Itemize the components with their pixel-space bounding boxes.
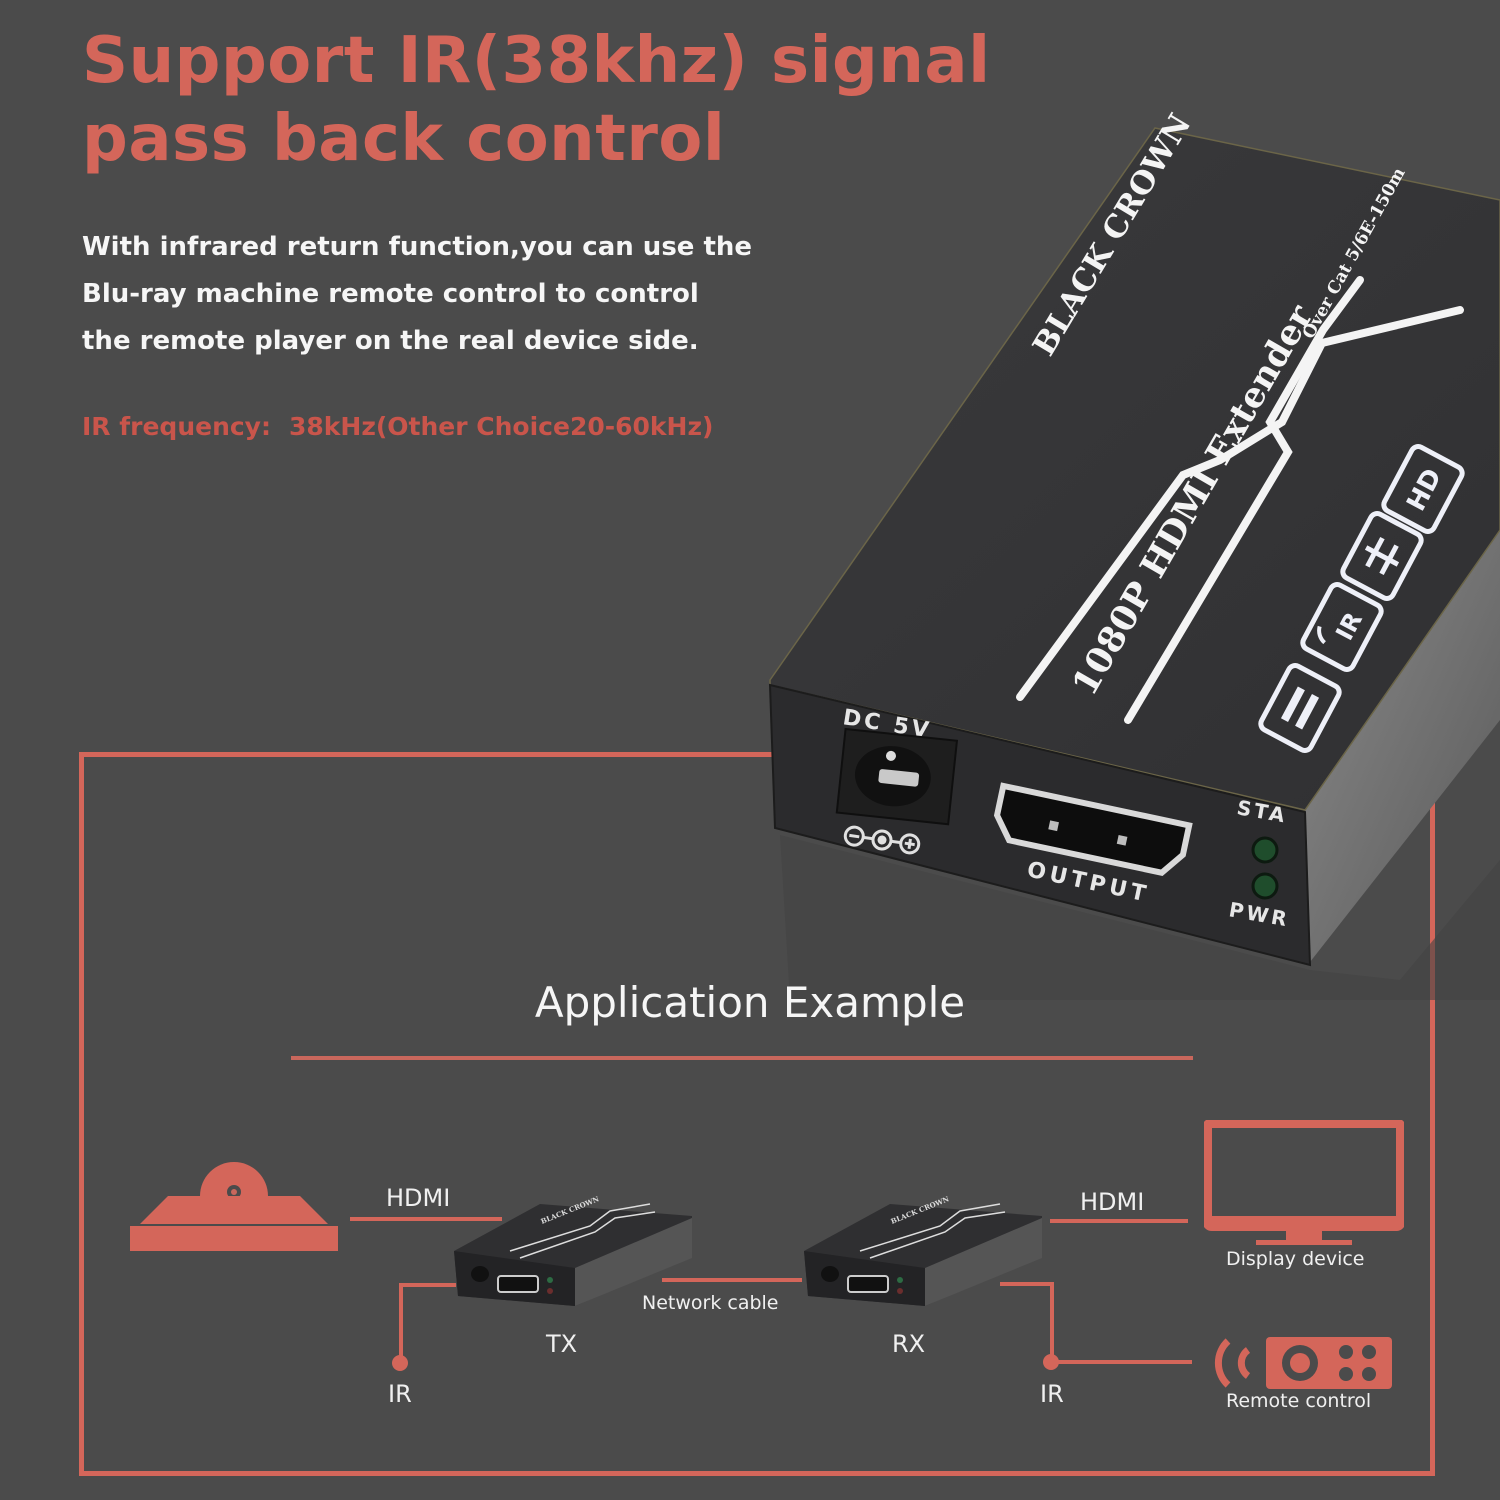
ir-frequency: IR frequency: 38kHz(Other Choice20-60kHz)	[82, 412, 713, 441]
headline-line-1: Support IR(38khz) signal	[82, 24, 991, 98]
hdmi-display-label: HDMI	[1080, 1188, 1145, 1216]
tx-label: TX	[546, 1330, 578, 1358]
device-side-face	[1305, 530, 1500, 962]
ir-right-cable-v	[1050, 1282, 1054, 1362]
description-line-2: Blu-ray machine remote control to contro…	[82, 279, 699, 309]
display-device-label: Display device	[1226, 1248, 1365, 1270]
ir-right-dot	[1043, 1354, 1059, 1370]
application-frame	[79, 752, 1435, 1476]
tx-device: BLACK CROWN	[454, 1196, 692, 1306]
ir-left-dot	[392, 1355, 408, 1371]
description: With infrared return function,you can us…	[82, 224, 752, 365]
ir-frequency-value: 38kHz(Other Choice20-60kHz)	[288, 412, 714, 441]
ir-left-cable-h	[400, 1283, 456, 1287]
ir-frequency-label: IR frequency:	[82, 412, 271, 441]
video-icon	[1258, 663, 1342, 753]
description-line-1: With infrared return function,you can us…	[82, 232, 753, 262]
network-cable-line	[662, 1278, 802, 1282]
application-title-rule	[291, 1056, 1193, 1060]
ir-left-label: IR	[388, 1380, 412, 1408]
device-shadow	[780, 835, 1500, 1000]
polarity-icon	[843, 825, 921, 855]
rx-label: RX	[892, 1330, 926, 1358]
network-cable-label: Network cable	[642, 1292, 779, 1314]
hdmi-output-port[interactable]	[993, 782, 1193, 876]
hdmi-source-label: HDMI	[386, 1184, 451, 1212]
hdmi-display-cable	[1050, 1219, 1188, 1223]
rx-device: BLACK CROWN	[804, 1196, 1042, 1306]
device-line-graphics	[1016, 276, 1464, 724]
display-device-icon	[1204, 1120, 1404, 1245]
network-icon	[1340, 511, 1424, 601]
remote-control-icon	[1214, 1337, 1392, 1389]
ir-right-cable-h	[1000, 1282, 1052, 1286]
description-line-3: the remote player on the real device sid…	[82, 326, 699, 356]
hdmi-extender-device: BLACK CROWN Over Cat 5/6E-150m 1080P HDM…	[768, 108, 1500, 1000]
remote-control-label: Remote control	[1226, 1390, 1372, 1412]
bluray-player-icon	[130, 1162, 338, 1251]
headline: Support IR(38khz) signal pass back contr…	[82, 22, 991, 178]
ir-remote-cable	[1058, 1360, 1192, 1364]
headline-line-2: pass back control	[82, 102, 726, 176]
hdmi-source-cable	[350, 1217, 502, 1221]
application-title: Application Example	[534, 978, 966, 1027]
pwr-led	[1251, 872, 1279, 900]
sta-led	[1251, 836, 1279, 864]
ir-left-cable-v	[399, 1283, 403, 1359]
dc-power-jack	[835, 727, 959, 826]
ir-right-label: IR	[1040, 1380, 1064, 1408]
